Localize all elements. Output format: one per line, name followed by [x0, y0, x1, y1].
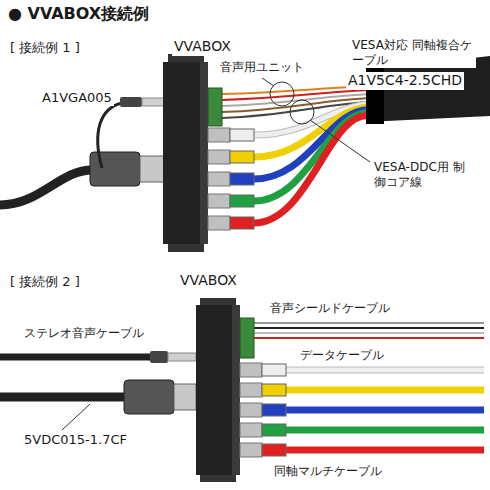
example-heading: [ 接続例 1 ]	[8, 40, 82, 56]
part-label: VESA-DDC用 制御コア線	[372, 160, 476, 190]
model-number: A1VGA005	[40, 90, 114, 106]
cable-label: 音声シールドケーブル	[268, 301, 392, 316]
model-number: 5VDC015-1.7CF	[22, 432, 129, 448]
cable-label: データケーブル	[298, 348, 386, 363]
cable-label: ステレオ音声ケーブル	[22, 326, 146, 341]
part-label: 音声用ユニット	[218, 60, 306, 75]
diagram-title: ● VVABOX接続例	[6, 4, 151, 24]
cable-label: 同軸マルチケーブル	[272, 464, 384, 479]
model-number: A1V5C4-2.5CHD	[346, 72, 464, 90]
device-name: VVABOX	[178, 272, 239, 290]
device-name: VVABOX	[172, 38, 233, 56]
example-heading: [ 接続例 2 ]	[8, 274, 82, 290]
cable-label: VESA対応 同軸複合ケーブル	[350, 38, 476, 68]
